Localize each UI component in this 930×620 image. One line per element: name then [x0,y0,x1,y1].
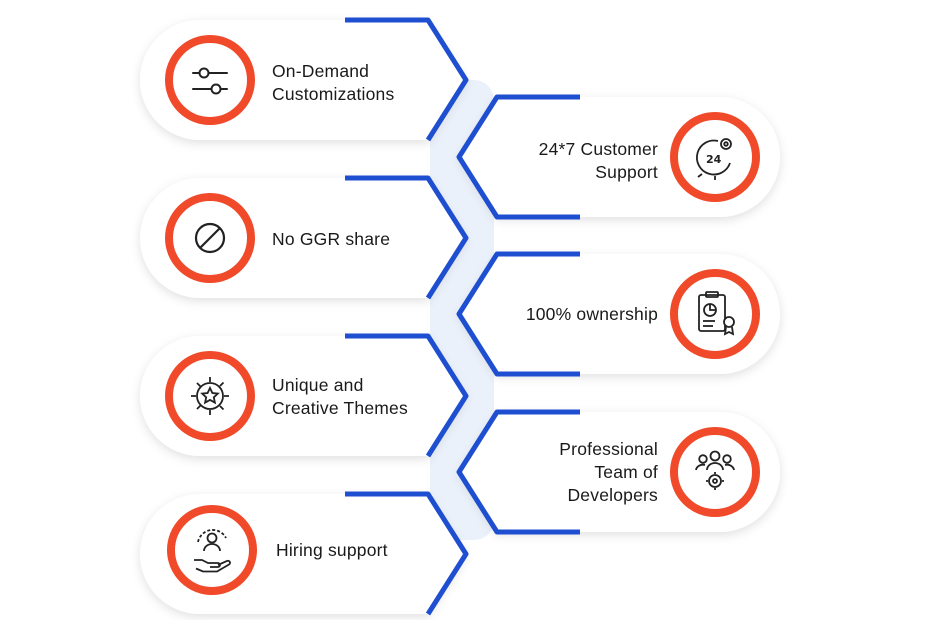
feature-card-no-ggr-share [140,175,469,300]
icon-ring [165,351,255,441]
feature-card-developers [456,409,780,535]
feature-card-customer-support: 24 [456,94,780,220]
icon-ring [670,112,760,202]
feature-label-customer-support: 24*7 Customer Support [538,139,658,182]
team-gear-icon [695,450,735,490]
chevron-bracket [345,175,469,300]
feature-label-hiring: Hiring support [276,540,388,560]
feature-label-developers: Professional Team of Developers [559,439,658,505]
feature-card-hiring [140,491,469,616]
chevron-bracket [345,333,469,458]
svg-text:24: 24 [706,153,722,166]
icon-ring [165,35,255,125]
clock-24-gear-icon: 24 [696,138,732,180]
feature-card-ownership [456,251,780,377]
chevron-bracket [456,94,580,220]
chevron-bracket [456,251,580,377]
chevron-bracket [345,17,469,142]
chevron-bracket [456,409,580,535]
certificate-chart-icon [698,291,735,336]
feature-label-no-ggr-share: No GGR share [272,229,391,249]
prohibited-icon [194,222,226,254]
feature-label-themes: Unique and Creative Themes [272,375,408,418]
icon-ring [167,505,257,595]
hand-person-icon [194,529,231,573]
feature-label-on-demand: On-Demand Customizations [272,61,395,104]
feature-card-themes [140,333,469,458]
feature-label-ownership: 100% ownership [525,304,658,324]
feature-card-on-demand [140,17,469,142]
gear-star-icon [191,377,229,415]
sliders-icon [192,67,228,95]
chevron-bracket [345,491,469,616]
